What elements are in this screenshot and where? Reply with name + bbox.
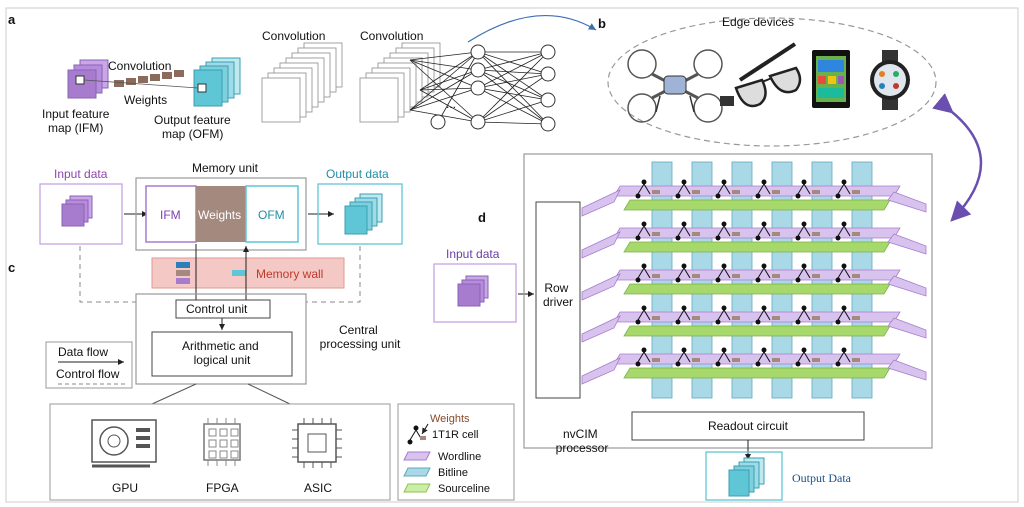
output-data-label-d: Output Data bbox=[792, 471, 852, 485]
output-data-box-d bbox=[705, 451, 783, 501]
ofm-stack bbox=[193, 57, 241, 107]
nvcim-label: nvCIM processor bbox=[556, 427, 609, 455]
ifm-block-label: IFM bbox=[160, 208, 181, 222]
panel-label-c: c bbox=[8, 260, 15, 275]
ofm-block-label: OFM bbox=[258, 208, 285, 222]
panel-label-b: b bbox=[598, 16, 606, 31]
edge-devices-ellipse bbox=[607, 17, 937, 147]
hw-label-fpga: FPGA bbox=[206, 481, 239, 495]
weights-block-label: Weights bbox=[198, 208, 241, 222]
input-data-stack-c bbox=[61, 195, 93, 227]
gpu-icon bbox=[91, 419, 157, 468]
panel-label-d: d bbox=[478, 210, 486, 225]
control-unit-label: Control unit bbox=[186, 302, 248, 316]
alu-label: Arithmetic and logical unit bbox=[182, 339, 262, 367]
legend-bitline-swatch bbox=[403, 467, 431, 477]
crossbar-legend bbox=[397, 403, 515, 501]
memory-unit-box bbox=[135, 177, 307, 251]
convolution-label-1: Convolution bbox=[262, 29, 325, 43]
convolution-small-label: Convolution bbox=[108, 59, 171, 73]
convolution-stack-2 bbox=[359, 42, 441, 123]
hw-label-gpu: GPU bbox=[112, 481, 138, 495]
legend-weights: Weights bbox=[430, 413, 470, 425]
ellipsis: ... bbox=[446, 97, 456, 111]
drone-icon bbox=[627, 49, 723, 123]
weights-label-a: Weights bbox=[124, 93, 167, 107]
input-data-label-d: Input data bbox=[446, 247, 500, 261]
convolution-stack-1 bbox=[261, 42, 343, 123]
output-data-label-c: Output data bbox=[326, 167, 389, 181]
crossbar-array bbox=[581, 161, 927, 399]
ifm-stack bbox=[67, 59, 109, 99]
convolution-label-2: Convolution bbox=[360, 29, 423, 43]
ifm-block bbox=[145, 185, 197, 243]
neural-network bbox=[409, 44, 556, 132]
cpu-box bbox=[135, 293, 307, 385]
legend-wordline: Wordline bbox=[438, 451, 481, 463]
ofm-label: Output feature map (OFM) bbox=[154, 113, 234, 141]
input-data-stack-d bbox=[457, 275, 489, 307]
fpga-icon bbox=[203, 418, 241, 466]
legend-data-flow: Data flow bbox=[58, 345, 108, 359]
alu-box bbox=[151, 331, 293, 377]
hw-label-asic: ASIC bbox=[304, 481, 332, 495]
input-data-label-c: Input data bbox=[54, 167, 108, 181]
panel-label-a: a bbox=[8, 12, 16, 27]
asic-icon bbox=[292, 418, 342, 468]
legend-sourceline-swatch bbox=[403, 483, 431, 493]
legend-cell: 1T1R cell bbox=[432, 429, 478, 441]
control-unit-box bbox=[175, 299, 271, 319]
output-data-stack-d bbox=[728, 457, 765, 497]
smartwatch-icon bbox=[870, 50, 910, 110]
tablet-icon bbox=[812, 50, 850, 108]
readout-circuit-box bbox=[631, 411, 865, 441]
readout-circuit-label: Readout circuit bbox=[708, 419, 789, 433]
row-driver-label: Row driver bbox=[543, 281, 573, 309]
arrow-a-to-b bbox=[467, 14, 597, 43]
input-data-box-c bbox=[39, 183, 123, 245]
weights-kernel bbox=[114, 70, 184, 87]
legend-cell-icon bbox=[407, 423, 429, 445]
weights-block bbox=[196, 186, 246, 242]
cpu-label: Central processing unit bbox=[320, 323, 401, 351]
ifm-label: Input feature map (IFM) bbox=[42, 107, 113, 135]
flow-legend bbox=[45, 341, 133, 389]
memory-unit-label: Memory unit bbox=[192, 161, 259, 175]
smart-glasses-icon bbox=[720, 42, 802, 108]
input-data-box-d bbox=[433, 263, 517, 323]
legend-wordline-swatch bbox=[403, 451, 431, 461]
output-data-box-c bbox=[317, 183, 403, 245]
nvcim-box bbox=[523, 153, 933, 449]
legend-sourceline: Sourceline bbox=[438, 483, 490, 495]
ofm-block bbox=[245, 185, 299, 243]
edge-devices-title: Edge devices bbox=[722, 15, 794, 29]
output-data-stack-c bbox=[344, 193, 383, 235]
legend-control-flow: Control flow bbox=[56, 367, 120, 381]
outer-frame bbox=[5, 7, 1019, 503]
legend-bitline: Bitline bbox=[438, 467, 468, 479]
memory-wall-label: Memory wall bbox=[256, 267, 323, 281]
hardware-box bbox=[49, 403, 391, 501]
row-driver-box bbox=[535, 201, 581, 399]
arrow-b-to-d bbox=[932, 93, 983, 222]
